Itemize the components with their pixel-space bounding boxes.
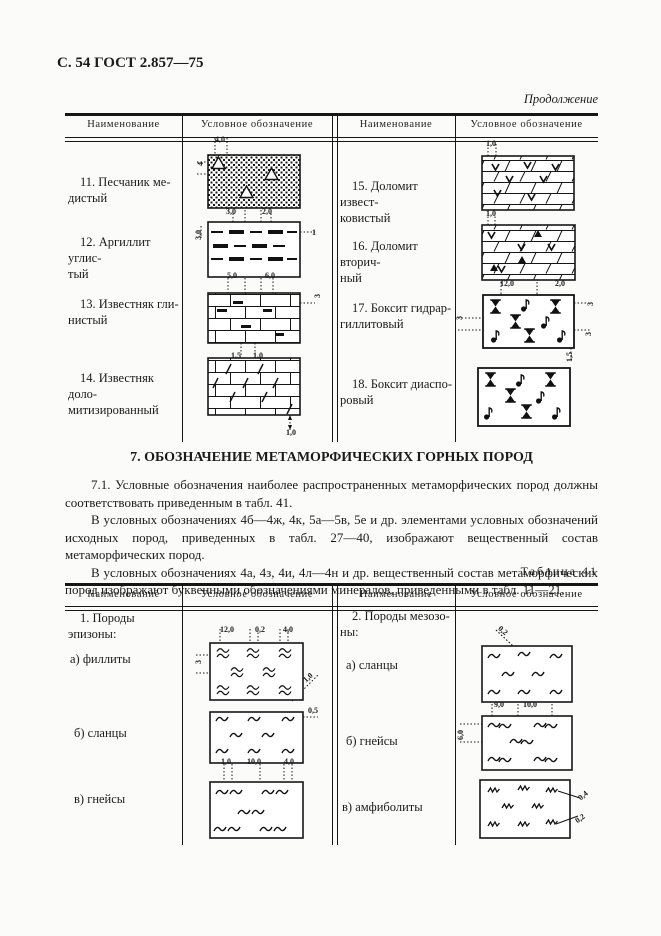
table1-column-header: Условное обозначение — [470, 119, 583, 130]
item-label: в) гнейсы — [74, 792, 126, 806]
dim-label: 3 — [584, 332, 593, 336]
rock-symbol-argillite-carbonaceous — [200, 210, 315, 278]
paragraph: В условных обозначениях 4б—4ж, 4к, 5а—5в… — [65, 512, 598, 562]
row-name: 18. Боксит диаспо- ровый — [340, 377, 453, 407]
rock-symbol-limestone-clayey — [207, 278, 315, 356]
rock-symbol-sandstone-cupriferous — [197, 138, 301, 209]
row-name: 11. Песчаник ме- дистый — [68, 175, 171, 205]
table2-divider — [455, 583, 456, 845]
table2-column-header: Условное обозначение — [200, 589, 314, 600]
item-label: в) амфиболиты — [342, 800, 423, 814]
rock-symbol-limestone-dolomitized — [207, 357, 301, 430]
table2-center-divider — [332, 583, 333, 845]
continuation-label: Продолжение — [523, 92, 598, 106]
table2-column-header: Условное обозначение — [470, 589, 583, 600]
table2-header-rule — [65, 610, 598, 611]
rock-symbol-gneisses-mesozone — [460, 704, 573, 771]
row-name: 15. Доломит извест- ковистый — [340, 179, 418, 225]
table2-column-header: Наименование — [359, 589, 433, 600]
paragraph: 7.1. Условные обозначения наиболее распр… — [65, 477, 598, 510]
row-name: 14. Известняк доло- митизированный — [68, 371, 159, 417]
item-label: б) сланцы — [74, 726, 127, 740]
rock-symbol-bauxite-hydrargillite — [458, 282, 592, 362]
table1-top-border — [65, 113, 598, 116]
item-label: а) сланцы — [346, 658, 398, 672]
table2-top-border — [65, 583, 598, 586]
rock-symbol-slates-mesozone — [481, 629, 573, 703]
rock-symbol-gneisses-epizone — [209, 764, 304, 839]
dim-label: 12,0 — [220, 625, 234, 634]
item-label: а) филлиты — [70, 652, 131, 666]
table1-divider — [455, 113, 456, 442]
section-heading: 7. ОБОЗНАЧЕНИЕ МЕТАМОРФИЧЕСКИХ ГОРНЫХ ПО… — [130, 450, 533, 465]
table2-column-header: Наименование — [87, 589, 160, 600]
dim-label: 2,0 — [555, 279, 565, 288]
dim-label: 1,0 — [221, 757, 231, 766]
row-name: 12. Аргиллит углис- тый — [68, 235, 151, 281]
dim-label: 2,0 — [262, 207, 272, 216]
dim-label: 3 — [586, 302, 595, 306]
dim-label: 4,0 — [284, 757, 294, 766]
dim-label: 1,0 — [286, 428, 296, 437]
dim-label: 4,0 — [283, 625, 293, 634]
table1-column-header: Условное обозначение — [200, 119, 314, 130]
dim-label: 9,0 — [494, 700, 504, 709]
dim-label: 10,0 — [247, 757, 261, 766]
table1-center-divider — [332, 113, 333, 442]
rock-symbol-dolomite-calcareous — [481, 144, 575, 211]
page-header: С. 54 ГОСТ 2.857—75 — [57, 55, 204, 71]
dim-label: 5,0 — [227, 271, 237, 280]
table1-column-header: Наименование — [359, 119, 433, 130]
table1-divider — [182, 113, 183, 442]
table1-header-rule — [65, 141, 598, 142]
rock-symbol-bauxite-diaspore — [477, 367, 571, 427]
dim-label: 1,5 — [231, 351, 241, 360]
table2-center-divider — [337, 583, 338, 845]
dim-label: 3 — [455, 316, 464, 320]
table1-center-divider — [337, 113, 338, 442]
dim-label: 6,0 — [265, 271, 275, 280]
rock-symbol-slates-epizone — [209, 711, 318, 764]
dim-label: 1,0 — [253, 351, 263, 360]
row-name: 13. Известняк гли- нистый — [68, 297, 179, 327]
dim-label: 10,0 — [523, 700, 537, 709]
rock-symbol-dolomite-secondary — [481, 213, 576, 281]
dim-label: 6,0 — [456, 730, 465, 740]
rock-symbol-amphibolites — [479, 779, 581, 839]
dim-label: 1,0 — [486, 209, 496, 218]
table2-divider — [182, 583, 183, 845]
row-name: 16. Доломит вторич- ный — [340, 239, 418, 285]
dim-label: 0,2 — [255, 625, 265, 634]
item-label: б) гнейсы — [346, 734, 398, 748]
row-name: 17. Боксит гидрар- гиллитовый — [340, 301, 452, 331]
dim-label: 3,0 — [226, 207, 236, 216]
dim-label: 1 — [312, 228, 316, 237]
table-caption: Таблица 41 — [520, 564, 598, 578]
body-text: 7.1. Условные обозначения наиболее распр… — [65, 476, 598, 599]
group-label: 1. Породы эпизоны: — [68, 611, 135, 641]
table1-column-header: Наименование — [87, 119, 160, 130]
dim-label: 4,0 — [215, 135, 225, 144]
rock-symbol-phyllites — [196, 629, 319, 702]
table2-header-rule — [65, 606, 598, 607]
table1-header-rule — [65, 137, 598, 138]
dim-label: 3 — [194, 660, 203, 664]
dim-label: 4 — [196, 162, 205, 166]
group-label: 2. Породы мезозо- ны: — [340, 609, 450, 639]
dim-label: 12,0 — [500, 279, 514, 288]
dim-label: 0,5 — [308, 706, 318, 715]
dim-label: 3 — [313, 294, 322, 298]
dim-label: 3,0 — [194, 230, 203, 240]
dim-label: 1,0 — [486, 139, 496, 148]
